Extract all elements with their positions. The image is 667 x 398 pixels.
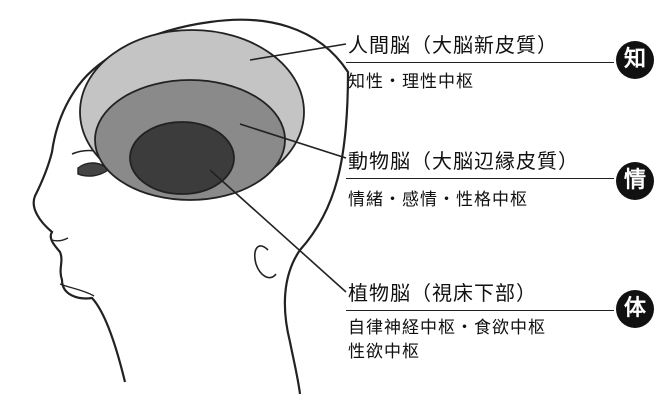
- leader-line-hypothalamus: [209, 169, 347, 293]
- leader-line-limbic: [239, 123, 347, 159]
- hypothalamus-function-2: 性欲中枢: [348, 342, 420, 362]
- hypothalamus-divider: [346, 310, 614, 311]
- hypothalamus-function-1: 自律神経中枢・食欲中枢: [348, 318, 546, 338]
- hypothalamus-region: [129, 121, 235, 195]
- limbic-title: 動物脳（大脳辺縁皮質）: [348, 149, 579, 173]
- neocortex-function: 知性・理性中枢: [348, 72, 474, 92]
- leader-line-neocortex: [249, 43, 347, 61]
- intellect-badge: 知: [616, 41, 654, 79]
- mouth: [51, 237, 69, 242]
- neck-line: [59, 283, 95, 297]
- body-badge: 体: [616, 290, 654, 328]
- emotion-badge: 情: [616, 162, 654, 200]
- neocortex-divider: [346, 62, 614, 63]
- neocortex-title: 人間脳（大脳新皮質）: [348, 33, 558, 57]
- limbic-divider: [346, 178, 614, 179]
- ear: [253, 245, 277, 279]
- limbic-function: 情緒・感情・性格中枢: [348, 190, 528, 210]
- hypothalamus-title: 植物脳（視床下部）: [348, 281, 537, 305]
- head-outline: [32, 18, 350, 395]
